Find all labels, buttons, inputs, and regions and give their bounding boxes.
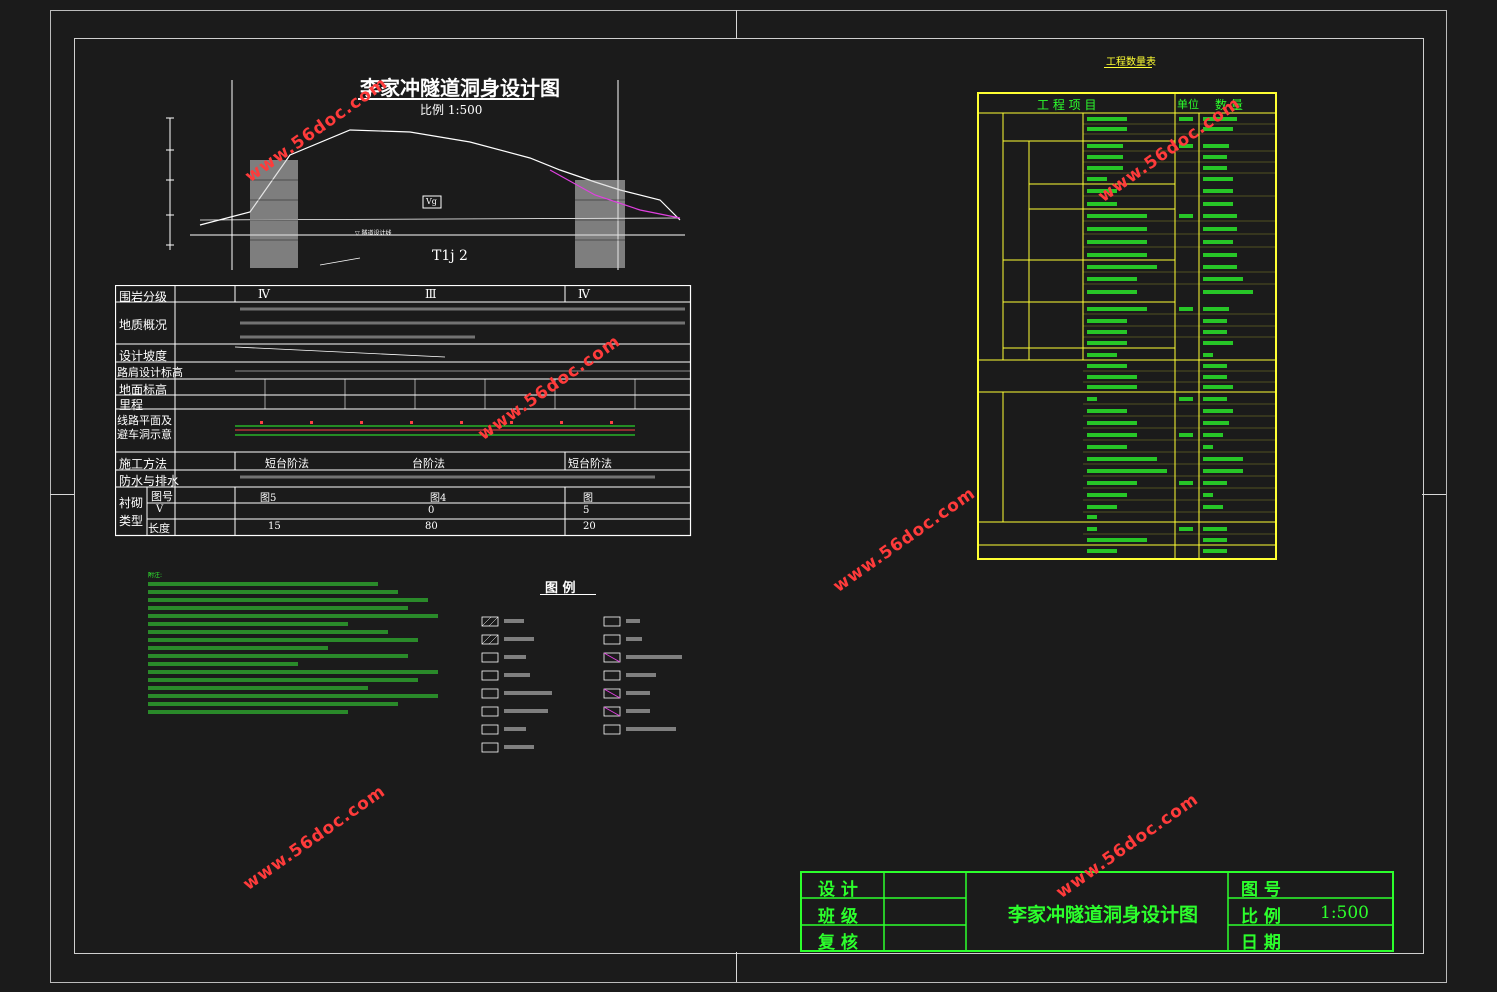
- legend-underline: [540, 594, 596, 595]
- quantities-table: 工 程 项 目 单位 数 量: [977, 92, 1277, 560]
- profile-table-grid: [115, 285, 692, 537]
- center-mark-left: [50, 494, 74, 495]
- row-label-ground: 地面标高: [119, 383, 168, 397]
- method-1: 短台阶法: [265, 457, 309, 470]
- grade-2: Ⅲ: [425, 287, 437, 301]
- row-label-method: 施工方法: [119, 457, 168, 471]
- tb-date: 日 期: [1241, 933, 1281, 953]
- row-label-drainage: 防水与排水: [119, 474, 180, 488]
- lining-sub-v: Ⅴ: [156, 504, 164, 515]
- lining-sub-len: 长度: [148, 522, 170, 535]
- quantities-title: 工程数量表: [1106, 57, 1156, 68]
- lining-fig-3: 图: [583, 493, 593, 504]
- lining-len-1: 15: [268, 521, 281, 532]
- center-mark-top: [736, 10, 737, 38]
- stratum-label: T1j 2: [432, 248, 468, 264]
- row-label-grade: 围岩分级: [119, 290, 168, 304]
- lining-len-3: 20: [583, 521, 596, 532]
- stratum-code: Ⅴg: [426, 197, 437, 206]
- center-mark-bottom: [736, 952, 737, 982]
- title-underline: [358, 98, 534, 100]
- drawing-scale: 比例 1:500: [420, 103, 483, 117]
- svg-text:▽ 隧道设计线: ▽ 隧道设计线: [355, 229, 392, 237]
- title-block-grid: [800, 871, 1394, 952]
- quantities-title-underline: [1104, 67, 1152, 68]
- legend-symbols: [481, 616, 682, 753]
- row-label-slope: 设计坡度: [119, 349, 168, 363]
- row-label-lining: 衬砌类型: [119, 496, 144, 528]
- tb-drawing-name: 李家冲隧道洞身设计图: [1008, 904, 1199, 926]
- lining-v-2: 0: [428, 505, 435, 516]
- tunnel-profile: ▽ 隧道设计线: [166, 80, 685, 270]
- drawing-title: 李家冲隧道洞身设计图: [360, 76, 560, 100]
- method-2: 台阶法: [412, 457, 445, 470]
- tb-review: 复 核: [818, 933, 858, 953]
- qty-header-item: 工 程 项 目: [1037, 98, 1097, 112]
- qty-header-unit: 单位: [1177, 98, 1199, 111]
- outer-frame: [50, 10, 1447, 983]
- tb-design: 设 计: [818, 880, 858, 900]
- legend-title: 图 例: [545, 581, 576, 596]
- row-label-mileage: 里程: [119, 398, 144, 412]
- center-mark-right: [1422, 494, 1446, 495]
- method-3: 短台阶法: [568, 457, 612, 470]
- row-label-geology: 地质概况: [119, 318, 168, 332]
- row-label-plan: 线路平面及避车洞示意: [117, 414, 172, 441]
- inner-frame: [74, 38, 1424, 954]
- lining-fig-1: 图5: [260, 493, 277, 504]
- tb-scale-label: 比 例: [1241, 907, 1281, 927]
- tb-figno: 图 号: [1241, 880, 1281, 900]
- lining-v-3: 5: [583, 505, 590, 516]
- tb-class: 班 级: [818, 907, 858, 927]
- lining-sub-fig: 图号: [151, 490, 173, 503]
- design-notes: 附注:: [148, 572, 448, 718]
- lining-len-2: 80: [425, 521, 438, 532]
- qty-header-amount: 数 量: [1215, 98, 1243, 112]
- lining-fig-2: 图4: [430, 493, 447, 504]
- grade-3: Ⅳ: [578, 287, 590, 301]
- tb-scale-value: 1:500: [1320, 903, 1369, 923]
- grade-1: Ⅳ: [258, 287, 270, 301]
- row-label-shoulder: 路肩设计标高: [117, 366, 183, 379]
